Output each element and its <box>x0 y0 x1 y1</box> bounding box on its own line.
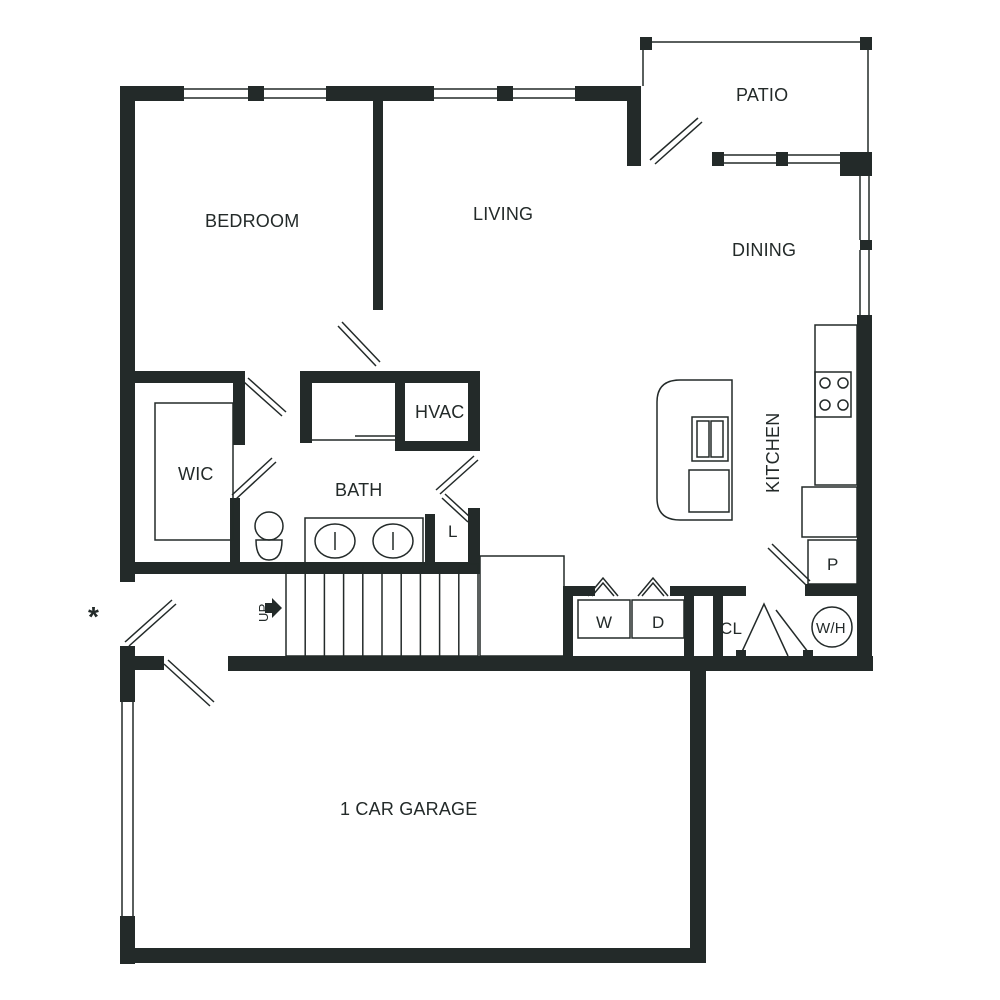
label-bedroom: BEDROOM <box>205 211 299 231</box>
bath-fixtures <box>254 511 424 565</box>
label-wic: WIC <box>178 464 214 484</box>
kitchen-island <box>656 379 733 521</box>
label-living: LIVING <box>473 204 533 224</box>
label-patio: PATIO <box>736 85 788 105</box>
laundry-appliances <box>577 599 853 648</box>
label-pantry: P <box>827 555 839 574</box>
kitchen-counter <box>801 324 858 585</box>
entry-marker: * <box>88 601 99 632</box>
label-kitchen: KITCHEN <box>763 413 783 493</box>
interior-walls <box>135 100 860 661</box>
label-hvac: HVAC <box>415 402 464 422</box>
exterior-walls <box>120 37 873 964</box>
staircase <box>265 555 565 657</box>
label-water-heater: W/H <box>816 620 846 637</box>
label-closet: CL <box>720 619 742 638</box>
doors <box>124 117 813 707</box>
label-linen: L <box>448 522 458 541</box>
label-dining: DINING <box>732 240 796 260</box>
windows <box>121 41 870 916</box>
label-garage: 1 CAR GARAGE <box>340 799 477 819</box>
label-bath: BATH <box>335 480 382 500</box>
label-dryer: D <box>652 613 664 632</box>
label-stairs-up: UP <box>256 604 271 622</box>
label-washer: W <box>596 613 612 632</box>
